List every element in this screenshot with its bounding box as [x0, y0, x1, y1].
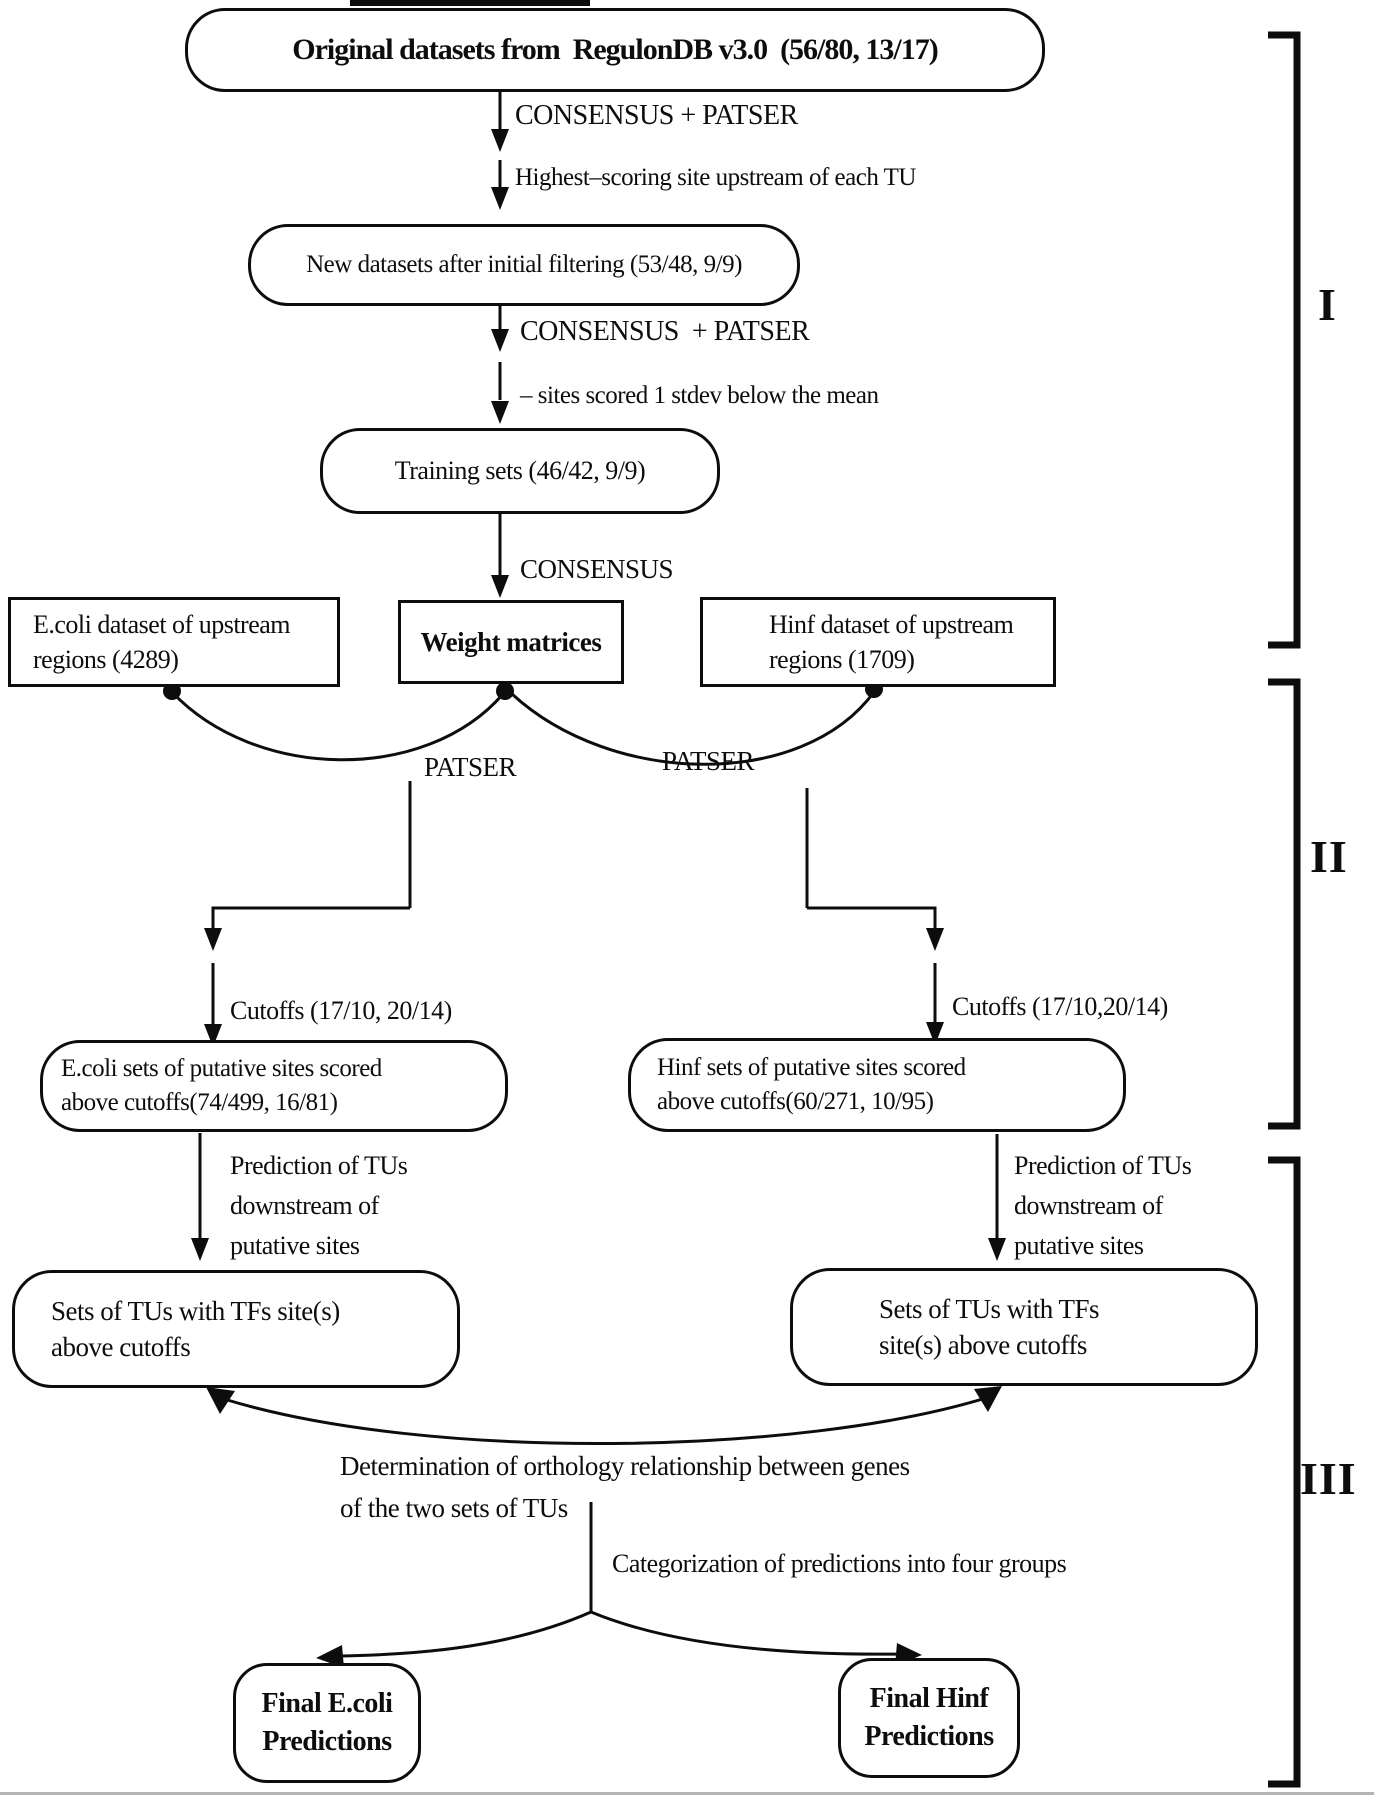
section-label-2: II — [1310, 831, 1348, 882]
edge-label-patser-left: PATSER — [424, 752, 517, 782]
edge-label-consensus: CONSENSUS — [520, 554, 674, 584]
node-ecoli-upstream-dataset: E.coli dataset of upstream regions (4289… — [8, 597, 340, 687]
edge-label-orthology-determination: Determination of orthology relationship … — [340, 1451, 910, 1523]
edge-label-prediction-tus-left: Prediction of TUs downstream of putative… — [230, 1151, 408, 1260]
scan-artifact-top — [350, 0, 590, 6]
node-final-ecoli-predictions: Final E.coli Predictions — [233, 1663, 421, 1783]
edge-label-categorization: Categorization of predictions into four … — [612, 1549, 1067, 1578]
node-ecoli-putative-sites: E.coli sets of putative sites scored abo… — [40, 1040, 508, 1132]
edge-label-consensus-patser-1: CONSENSUS + PATSER — [515, 100, 798, 131]
section-label-1: I — [1318, 279, 1337, 330]
node-training-sets: Training sets (46/42, 9/9) — [320, 428, 720, 514]
node-hinf-tu-sets: Sets of TUs with TFs site(s) above cutof… — [790, 1268, 1258, 1386]
node-weight-matrices: Weight matrices — [398, 600, 624, 684]
node-hinf-upstream-dataset: Hinf dataset of upstream regions (1709) — [700, 597, 1056, 687]
node-final-hinf-predictions: Final Hinf Predictions — [838, 1658, 1020, 1778]
edge-label-consensus-patser-2: CONSENSUS + PATSER — [520, 316, 810, 347]
edge-label-patser-right: PATSER — [662, 746, 755, 776]
node-hinf-putative-sites: Hinf sets of putative sites scored above… — [628, 1038, 1126, 1132]
node-new-datasets: New datasets after initial filtering (53… — [248, 224, 800, 306]
edge-label-sites-scored-stdev: – sites scored 1 stdev below the mean — [520, 382, 879, 409]
scan-artifact-bottom — [0, 1792, 1374, 1795]
edge-label-highest-scoring-site: Highest–scoring site upstream of each TU — [515, 164, 916, 191]
edge-label-cutoffs-right: Cutoffs (17/10,20/14) — [952, 992, 1168, 1021]
node-original-datasets: Original datasets from RegulonDB v3.0 (5… — [185, 8, 1045, 92]
node-ecoli-tu-sets: Sets of TUs with TFs site(s) above cutof… — [12, 1270, 460, 1388]
edge-label-prediction-tus-right: Prediction of TUs downstream of putative… — [1014, 1151, 1192, 1260]
section-label-3: III — [1300, 1453, 1357, 1504]
edge-label-cutoffs-left: Cutoffs (17/10, 20/14) — [230, 996, 452, 1025]
